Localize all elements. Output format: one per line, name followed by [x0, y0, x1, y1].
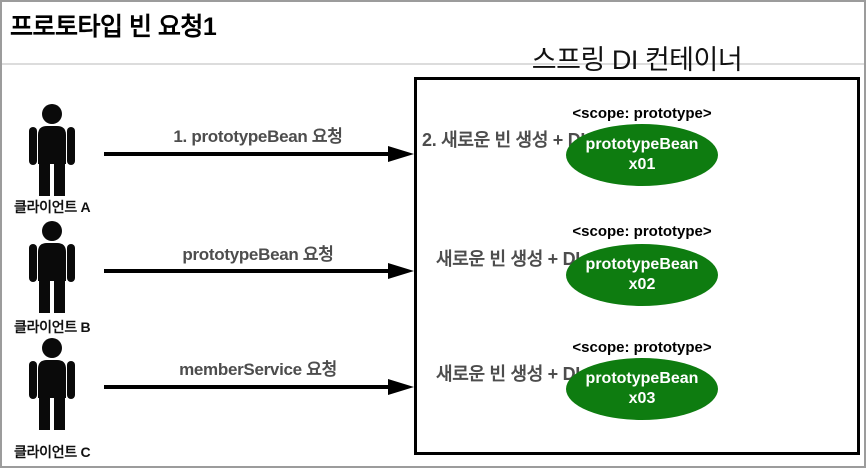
- bean-instance: x03: [628, 390, 656, 407]
- client-b-label: 클라이언트 B: [14, 319, 91, 335]
- di-container-box: [414, 77, 860, 455]
- arrow-right-icon: [104, 377, 414, 397]
- action-label: 새로운 빈 생성 + DI: [436, 364, 580, 384]
- request-label: 1. prototypeBean 요청: [173, 127, 343, 146]
- scope-label: <scope: prototype>: [572, 339, 712, 356]
- person-icon: [26, 104, 78, 196]
- arrow-right-icon: [104, 144, 414, 164]
- person-icon: [26, 338, 78, 430]
- bean-node: prototypeBean x02: [566, 244, 718, 306]
- bean-name: prototypeBean: [585, 136, 699, 153]
- bean-node: prototypeBean x01: [566, 124, 718, 186]
- arrow-right-icon: [104, 261, 414, 281]
- request-label: memberService 요청: [179, 360, 337, 379]
- title-divider: [2, 63, 864, 65]
- page-title: 프로토타입 빈 요청1: [10, 13, 217, 41]
- bean-name: prototypeBean: [585, 256, 699, 273]
- action-label: 2. 새로운 빈 생성 + DI: [422, 130, 586, 150]
- di-container-title: 스프링 DI 컨테이너: [531, 45, 743, 75]
- scope-label: <scope: prototype>: [572, 223, 712, 240]
- bean-instance: x01: [628, 156, 656, 173]
- client-c-label: 클라이언트 C: [14, 444, 91, 460]
- scope-label: <scope: prototype>: [572, 105, 712, 122]
- person-icon: [26, 221, 78, 313]
- request-label: prototypeBean 요청: [182, 245, 334, 264]
- action-label: 새로운 빈 생성 + DI: [436, 249, 580, 269]
- client-a-label: 클라이언트 A: [14, 199, 91, 215]
- bean-node: prototypeBean x03: [566, 358, 718, 420]
- bean-name: prototypeBean: [585, 370, 699, 387]
- bean-instance: x02: [628, 276, 656, 293]
